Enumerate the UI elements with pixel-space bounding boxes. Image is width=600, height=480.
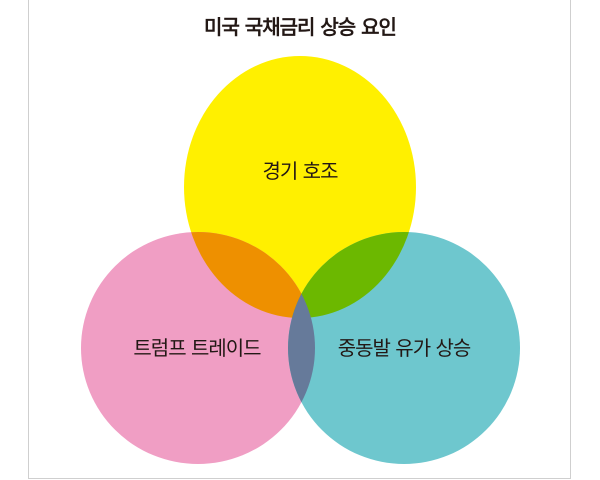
overlap-boom-trump [184, 232, 315, 318]
label-oil-price-rise: 중동발 유가 상승 [338, 336, 471, 360]
label-trump-trade: 트럼프 트레이드 [133, 336, 261, 360]
diagram-frame [28, 0, 571, 479]
label-economy-boom: 경기 호조 [263, 159, 339, 183]
overlap-boom-oil [288, 232, 416, 318]
diagram-title: 미국 국채금리 상승 요인 [204, 15, 396, 39]
